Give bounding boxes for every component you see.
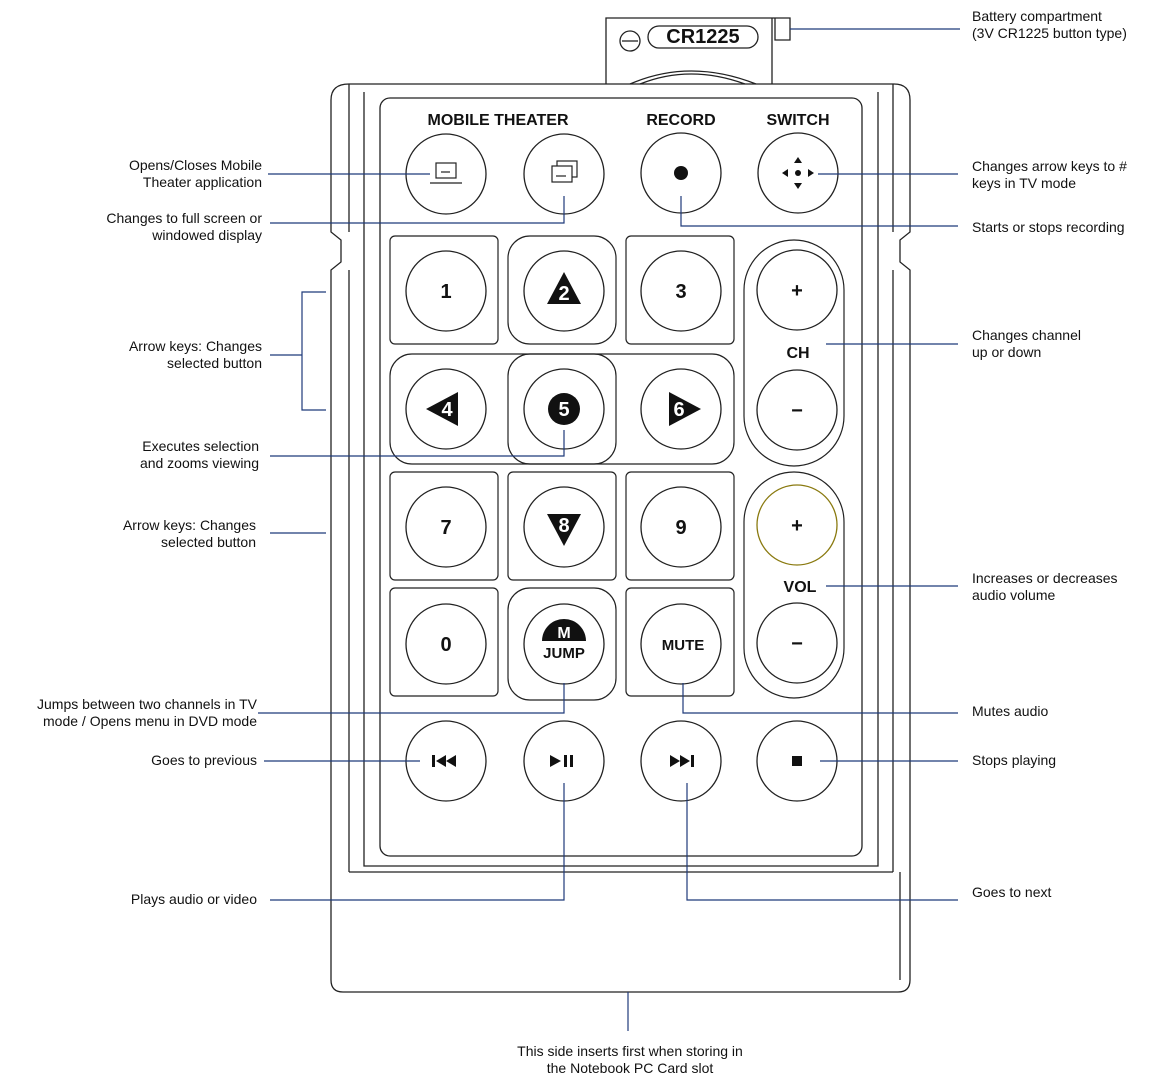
switch-annotation: Changes arrow keys to # keys in TV mode (972, 158, 1127, 191)
key-8-down[interactable]: 8 (523, 486, 605, 568)
record-header: RECORD (646, 112, 715, 129)
window-icon (551, 160, 578, 183)
key-3-label: 3 (675, 281, 686, 303)
execute-annotation: Executes selection and zooms viewing (139, 438, 259, 471)
arrow-left-icon (426, 392, 458, 426)
mute-button[interactable]: MUTE (640, 603, 722, 685)
channel-label: CH (786, 345, 809, 362)
key-1-label: 1 (440, 281, 451, 303)
enter-dot-icon (548, 393, 580, 425)
stop-icon (792, 756, 802, 766)
key-7-label: 7 (440, 517, 451, 539)
jump-top-label: M (557, 625, 570, 642)
next-button[interactable] (640, 720, 722, 802)
channel-annotation: Changes channel up or down (972, 327, 1081, 360)
key-0[interactable]: 0 (405, 603, 487, 685)
jump-annotation: Jumps between two channels in TV mode / … (37, 696, 257, 729)
menu-cap-icon (542, 619, 586, 641)
arrow-down-icon (547, 514, 581, 546)
fullscreen-button[interactable] (523, 133, 605, 215)
volume-down-button[interactable]: − (756, 602, 838, 684)
mute-annotation: Mutes audio (972, 703, 1049, 719)
volume-up-button[interactable]: + (756, 484, 838, 566)
key-1[interactable]: 1 (405, 250, 487, 332)
skip-back-icon (432, 755, 456, 767)
play-annotation: Plays audio or video (130, 891, 257, 907)
ch-plus-label: + (791, 280, 803, 302)
vol-minus-label: − (791, 633, 803, 655)
remote-body (330, 17, 911, 993)
key-4-label: 4 (441, 399, 453, 421)
mobile-theater-annotation: Opens/Closes Mobile Theater application (128, 157, 262, 190)
vol-plus-label: + (791, 515, 803, 537)
arrows-switch-icon (782, 157, 814, 189)
previous-annotation: Goes to previous (151, 752, 257, 768)
keypad-frames (389, 235, 845, 701)
record-annotation: Starts or stops recording (972, 219, 1125, 235)
volume-annotation: Increases or decreases audio volume (972, 570, 1118, 603)
channel-up-button[interactable]: + (756, 249, 838, 331)
next-annotation: Goes to next (972, 884, 1052, 900)
volume-label: VOL (784, 579, 817, 596)
arrow-keys-annotation-top: Arrow keys: Changes selected button (128, 338, 262, 371)
switch-header: SWITCH (766, 112, 829, 129)
arrow-keys-annotation-bottom: Arrow keys: Changes selected button (122, 517, 256, 550)
stop-annotation: Stops playing (972, 752, 1057, 768)
leader-lines (258, 28, 960, 1031)
key-4-left[interactable]: 4 (405, 368, 487, 450)
jump-menu-button[interactable]: M JUMP (523, 603, 605, 685)
mute-label: MUTE (662, 637, 705, 654)
key-9-label: 9 (675, 517, 686, 539)
key-6-label: 6 (673, 399, 684, 421)
insert-side-annotation: This side inserts first when storing in … (517, 1043, 743, 1076)
arrow-up-icon (547, 272, 581, 304)
key-0-label: 0 (440, 634, 451, 656)
mobile-theater-header: MOBILE THEATER (427, 112, 568, 129)
battery-compartment-label: Battery compartment (3V CR1225 button ty… (972, 8, 1127, 41)
battery-model-label: CR1225 (666, 26, 739, 48)
key-3[interactable]: 3 (640, 250, 722, 332)
key-2-up[interactable]: 2 (523, 250, 605, 332)
switch-button[interactable] (757, 132, 839, 214)
fullscreen-annotation: Changes to full screen or windowed displ… (106, 210, 262, 243)
skip-forward-icon (670, 755, 694, 767)
jump-bottom-label: JUMP (543, 645, 585, 662)
key-6-right[interactable]: 6 (640, 368, 722, 450)
play-pause-button[interactable] (523, 720, 605, 802)
key-5-label: 5 (558, 399, 569, 421)
key-8-label: 8 (558, 515, 569, 537)
key-7[interactable]: 7 (405, 486, 487, 568)
key-5-enter[interactable]: 5 (523, 368, 605, 450)
play-pause-icon (550, 755, 573, 767)
key-2-label: 2 (558, 283, 569, 305)
channel-down-button[interactable]: − (756, 369, 838, 451)
arrow-right-icon (669, 392, 701, 426)
record-icon (674, 166, 688, 180)
ch-minus-label: − (791, 400, 803, 422)
laptop-icon (430, 162, 462, 184)
key-9[interactable]: 9 (640, 486, 722, 568)
